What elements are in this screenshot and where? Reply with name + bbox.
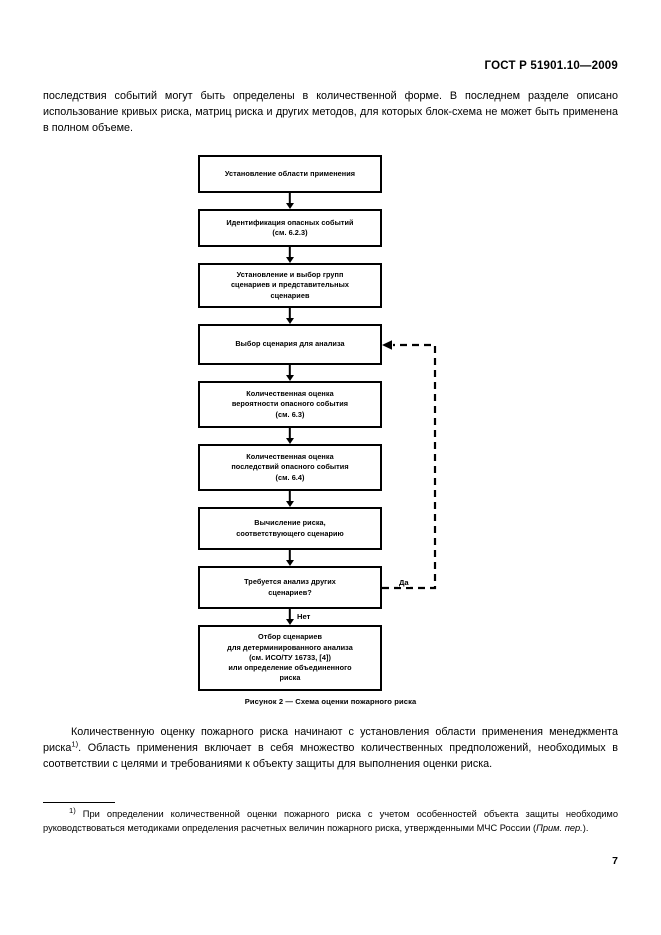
node-line: Требуется анализ других xyxy=(244,577,336,587)
node-line: соответствующего сценарию xyxy=(236,528,344,538)
node-line: или определение объединенного xyxy=(228,663,352,673)
footnote-marker: 1) xyxy=(69,805,76,815)
footnote-text-part2: ). xyxy=(582,822,589,833)
flowchart-node-scenario-selection[interactable]: Выбор сценария для анализа xyxy=(198,324,382,365)
node-line: Отбор сценариев xyxy=(257,632,322,642)
footnote: 1) При определении количественной оценки… xyxy=(43,804,618,835)
node-line: (см. 6.4) xyxy=(275,472,305,482)
node-line: Установление и выбор групп xyxy=(236,270,344,280)
node-line: для детерминированного анализа xyxy=(227,642,353,652)
page-number: 7 xyxy=(612,855,618,867)
node-line: Выбор сценария для анализа xyxy=(235,339,345,349)
node-line: (см. 6.3) xyxy=(275,409,305,419)
footnote-marker-inline: 1) xyxy=(71,739,79,749)
footnote-italic: Прим. пер. xyxy=(536,822,583,833)
standard-header: ГОСТ Р 51901.10—2009 xyxy=(484,60,618,72)
node-line: последствий опасного события xyxy=(231,462,349,472)
node-line: (см. ИСО/ТУ 16733, [4]) xyxy=(249,652,331,662)
flowchart-node-scope[interactable]: Установление области применения xyxy=(198,155,382,193)
node-line: Установление области применения xyxy=(224,168,356,178)
footnote-divider xyxy=(43,802,115,803)
flowchart-node-risk-calculation[interactable]: Вычисление риска, соответствующего сцена… xyxy=(198,507,382,550)
flowchart-label-yes: Да xyxy=(398,578,410,587)
node-line: (см. 6.2.3) xyxy=(272,228,308,237)
footnote-text-part1: При определении количественной оценки по… xyxy=(43,809,618,833)
node-line: Идентификация опасных событий xyxy=(226,217,354,227)
flowchart-node-hazard-identification[interactable]: Идентификация опасных событий (см. 6.2.3… xyxy=(198,209,382,247)
paragraph-bottom-part1: Количественную оценку пожарного риска на… xyxy=(43,726,618,755)
node-line: сценариев и представительных xyxy=(230,280,350,290)
node-line: вероятности опасного события xyxy=(231,399,349,409)
flowchart-node-decision-more-scenarios[interactable]: Требуется анализ других сценариев? xyxy=(198,566,382,609)
footnote-body: 1) При определении количественной оценки… xyxy=(43,804,618,835)
flowchart-node-scenario-groups[interactable]: Установление и выбор групп сценариев и п… xyxy=(198,263,382,308)
paragraph-top: последствия событий могут быть определен… xyxy=(43,90,618,135)
flowchart-node-scenario-selection-final[interactable]: Отбор сценариев для детерминированного а… xyxy=(198,625,382,691)
flowchart-node-probability-estimation[interactable]: Количественная оценка вероятности опасно… xyxy=(198,381,382,428)
figure-caption: Рисунок 2 — Схема оценки пожарного риска xyxy=(244,697,417,706)
flowchart-node-consequence-estimation[interactable]: Количественная оценка последствий опасно… xyxy=(198,444,382,491)
node-line: риска xyxy=(279,673,301,683)
node-line: Вычисление риска, xyxy=(254,518,326,528)
node-line: сценариев? xyxy=(268,587,312,597)
node-line: Количественная оценка xyxy=(246,452,334,462)
node-line: сценариев xyxy=(270,290,310,300)
node-line: Количественная оценка xyxy=(246,389,334,399)
paragraph-bottom: Количественную оценку пожарного риска на… xyxy=(43,724,618,773)
paragraph-bottom-part2: . Область применения включает в себя мно… xyxy=(43,742,618,771)
flowchart-label-no: Нет xyxy=(296,612,312,621)
